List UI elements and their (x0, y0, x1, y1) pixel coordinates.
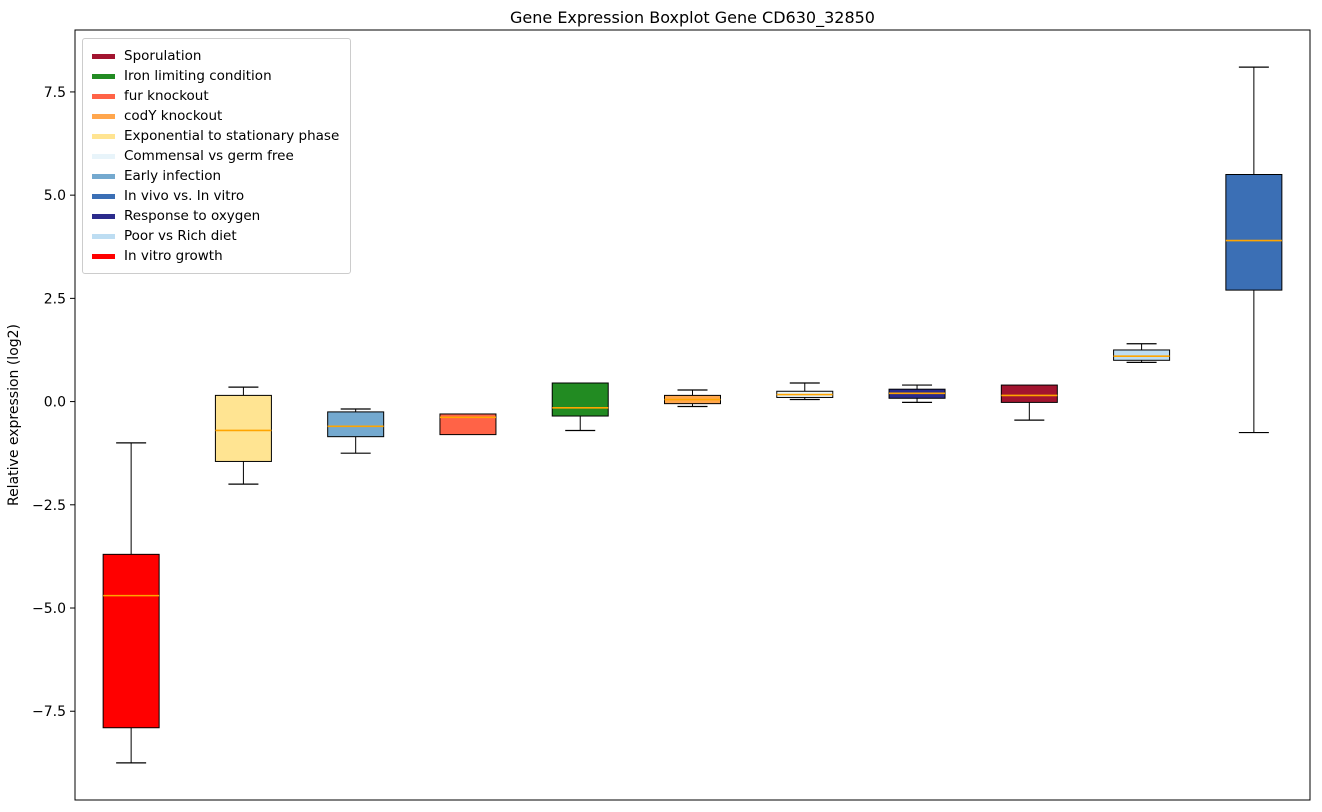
legend-swatch (92, 113, 115, 119)
box-6-cody-knockout (664, 389, 721, 408)
box-11-in-vivo-vs-in-vitro (1225, 66, 1283, 434)
legend-item: Sporulation (92, 46, 339, 66)
y-tick-label: −2.5 (32, 498, 66, 514)
legend-item: codY knockout (92, 106, 339, 126)
y-tick-label: 0.0 (44, 395, 66, 411)
legend-swatch (92, 173, 115, 179)
legend-item: Response to oxygen (92, 206, 339, 226)
box-8-response-to-oxygen (888, 384, 946, 404)
box-body (439, 413, 497, 436)
legend-label: codY knockout (124, 108, 223, 124)
legend-item: Poor vs Rich diet (92, 226, 339, 246)
y-tick-label: 7.5 (44, 85, 66, 101)
box-4-fur-knockout (439, 413, 497, 436)
y-tick-label: 5.0 (44, 188, 66, 204)
legend-swatch (92, 253, 115, 259)
legend-item: Iron limiting condition (92, 66, 339, 86)
box-body (551, 382, 609, 417)
box-2-exponential-to-stationary-phase (214, 386, 272, 485)
legend-swatch (92, 213, 115, 219)
legend-item: Exponential to stationary phase (92, 126, 339, 146)
legend-swatch (92, 133, 115, 139)
legend-swatch (92, 233, 115, 239)
legend-item: Commensal vs germ free (92, 146, 339, 166)
legend-label: Response to oxygen (124, 208, 261, 224)
legend-label: Early infection (124, 168, 222, 184)
legend-item: Early infection (92, 166, 339, 186)
legend-item: In vivo vs. In vitro (92, 186, 339, 206)
box-body (102, 553, 160, 729)
legend-label: Commensal vs germ free (124, 148, 294, 164)
box-body (1225, 174, 1283, 291)
box-3-early-infection (327, 408, 385, 454)
legend-swatch (92, 153, 115, 159)
box-1-in-vitro-growth (102, 442, 160, 764)
axes-frame (74, 29, 1311, 801)
box-body (1113, 349, 1171, 361)
legend-label: Poor vs Rich diet (124, 228, 237, 244)
legend-label: In vitro growth (124, 248, 223, 264)
box-body (214, 394, 272, 462)
legend-swatch (92, 93, 115, 99)
legend-label: In vivo vs. In vitro (124, 188, 245, 204)
legend-label: fur knockout (124, 88, 209, 104)
box-5-iron-limiting-condition (551, 382, 609, 432)
box-10-poor-vs-rich-diet (1113, 343, 1171, 363)
legend-label: Iron limiting condition (124, 68, 272, 84)
legend-item: In vitro growth (92, 246, 339, 266)
y-tick-label: −5.0 (32, 601, 66, 617)
y-tick-label: 2.5 (44, 291, 66, 307)
box-body (1000, 384, 1058, 403)
legend-item: fur knockout (92, 86, 339, 106)
legend-swatch (92, 53, 115, 59)
box-7-commensal-vs-germ-free (776, 382, 834, 401)
chart-title: Gene Expression Boxplot Gene CD630_32850 (510, 8, 875, 27)
box-body (327, 411, 385, 438)
legend-label: Exponential to stationary phase (124, 128, 340, 144)
y-tick-label: −7.5 (32, 704, 66, 720)
legend-swatch (92, 193, 115, 199)
box-9-sporulation (1000, 384, 1058, 421)
legend-swatch (92, 73, 115, 79)
legend-label: Sporulation (124, 48, 202, 64)
